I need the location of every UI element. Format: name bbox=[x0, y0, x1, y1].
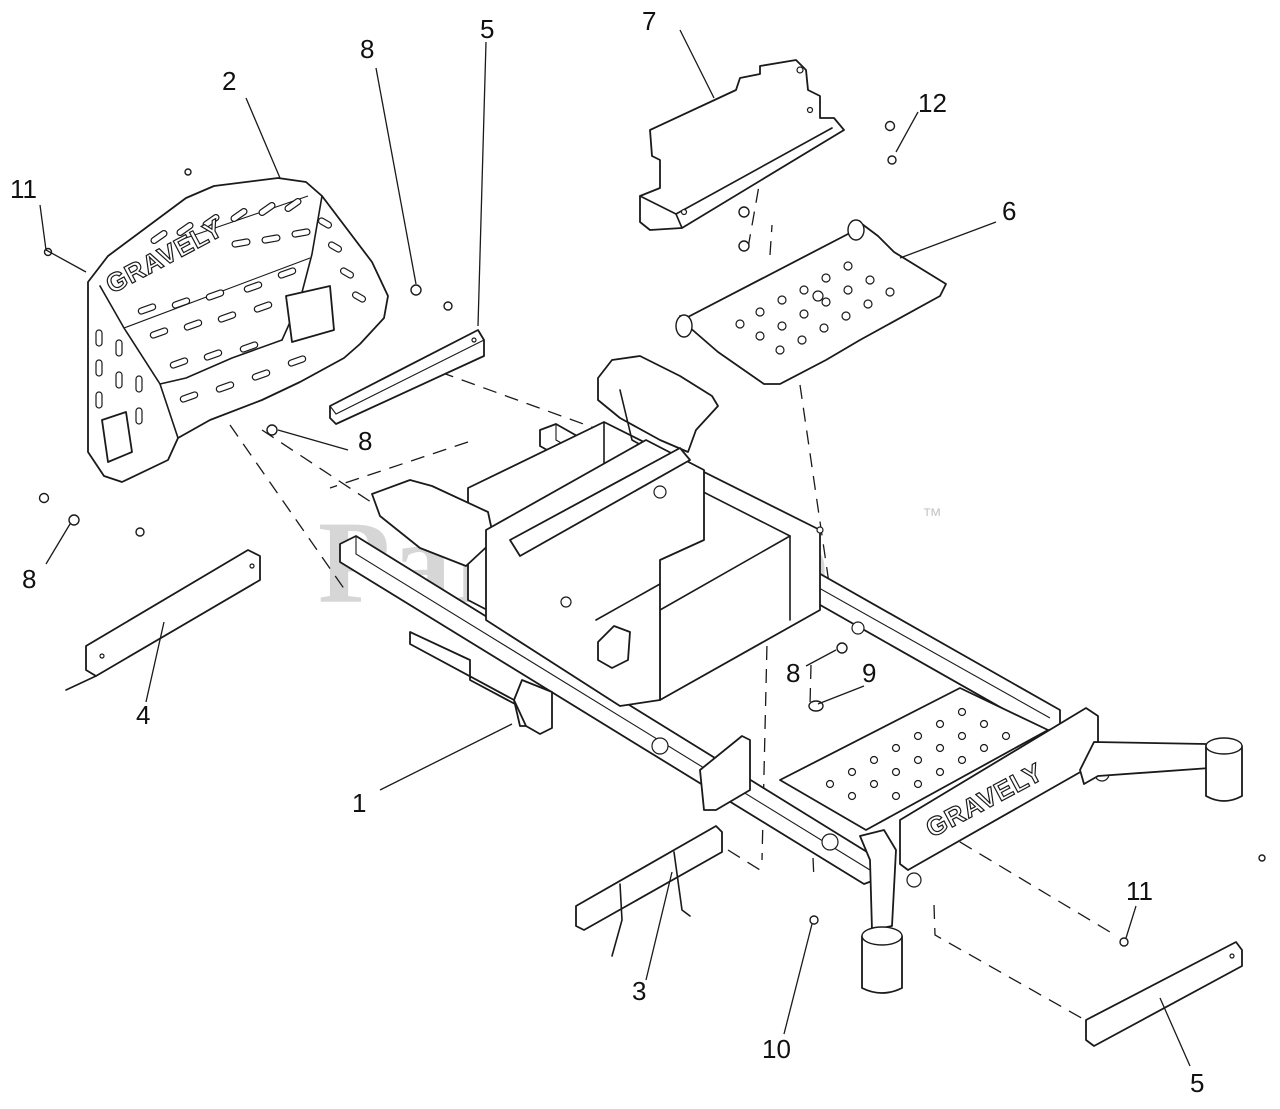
fastener-8-left bbox=[68, 514, 80, 526]
fastener-top-seat bbox=[184, 168, 192, 176]
callout-7: 7 bbox=[642, 6, 656, 36]
callout-6: 6 bbox=[1002, 196, 1016, 226]
leader-lines bbox=[39, 29, 1191, 1067]
leader-2 bbox=[245, 97, 281, 179]
callout-8-mid: 8 bbox=[358, 426, 372, 456]
leader-8-upper bbox=[375, 67, 417, 285]
fastener-8-mid bbox=[266, 424, 278, 436]
leader-6 bbox=[899, 221, 997, 259]
fastener-12 bbox=[887, 155, 897, 165]
callout-5-lower: 5 bbox=[1190, 1068, 1204, 1098]
callout-5-upper: 5 bbox=[480, 14, 494, 44]
callout-8-left: 8 bbox=[22, 564, 36, 594]
callout-10: 10 bbox=[762, 1034, 791, 1064]
fastener-7-nut-a bbox=[738, 206, 750, 218]
floor-pan-holes bbox=[735, 261, 895, 355]
callout-11-left: 11 bbox=[10, 174, 37, 204]
callout-11-right: 11 bbox=[1126, 876, 1153, 906]
callout-labels: 2 11 8 5 7 12 6 8 8 4 1 8 9 3 10 11 5 bbox=[10, 6, 1204, 1098]
fastener-left-nut bbox=[38, 492, 50, 504]
fastener-upper-nut bbox=[443, 301, 453, 311]
part-3-bracket bbox=[575, 825, 723, 957]
callout-1: 1 bbox=[352, 788, 366, 818]
leader-5-upper bbox=[477, 41, 487, 327]
part-2-seat-shroud: GRAVELY bbox=[87, 177, 389, 483]
fastener-8-upper bbox=[410, 284, 422, 296]
fastener-7-nut-b bbox=[738, 240, 750, 252]
fastener-8-right bbox=[836, 642, 848, 654]
leader-8-right bbox=[805, 649, 837, 667]
part-4-front-bar bbox=[65, 549, 261, 691]
leader-1 bbox=[379, 723, 513, 791]
leader-4 bbox=[145, 621, 165, 703]
part-1-main-frame: GRAVELY bbox=[339, 355, 1243, 994]
leader-8-mid bbox=[277, 429, 349, 451]
leader-12 bbox=[895, 111, 919, 153]
fastener-12-nut bbox=[884, 120, 896, 132]
callout-12: 12 bbox=[918, 88, 947, 118]
leader-8-left bbox=[45, 523, 71, 565]
callout-8-right: 8 bbox=[786, 658, 800, 688]
seat-cutout bbox=[285, 285, 335, 343]
leader-11-left bbox=[39, 204, 87, 273]
leader-3 bbox=[645, 871, 673, 981]
callout-8-upper: 8 bbox=[360, 34, 374, 64]
part-5-upper-bar bbox=[329, 329, 485, 425]
leader-9 bbox=[817, 685, 865, 705]
callout-4: 4 bbox=[136, 700, 150, 730]
seat-side-cutout bbox=[101, 411, 133, 463]
fastener-left-lower bbox=[135, 527, 145, 537]
leader-10 bbox=[783, 923, 813, 1035]
leader-5-lower bbox=[1159, 997, 1191, 1067]
fastener-10 bbox=[809, 915, 819, 925]
leader-11-right bbox=[1125, 905, 1137, 939]
callout-3: 3 bbox=[632, 976, 646, 1006]
fastener-far-right bbox=[1258, 854, 1266, 862]
callout-2: 2 bbox=[222, 66, 236, 96]
part-7-top-bracket bbox=[639, 59, 845, 231]
part-5-lower-bar bbox=[1085, 941, 1243, 1047]
part-6-floor-pan bbox=[675, 219, 947, 385]
fastener-11-right bbox=[1119, 937, 1129, 947]
frame-deck-holes bbox=[825, 707, 1011, 801]
seat-ventilation-slots bbox=[95, 197, 367, 425]
frame-cutout bbox=[597, 625, 631, 669]
watermark-trademark: ™ bbox=[922, 505, 942, 527]
callout-9: 9 bbox=[862, 658, 876, 688]
leader-7 bbox=[679, 29, 715, 99]
